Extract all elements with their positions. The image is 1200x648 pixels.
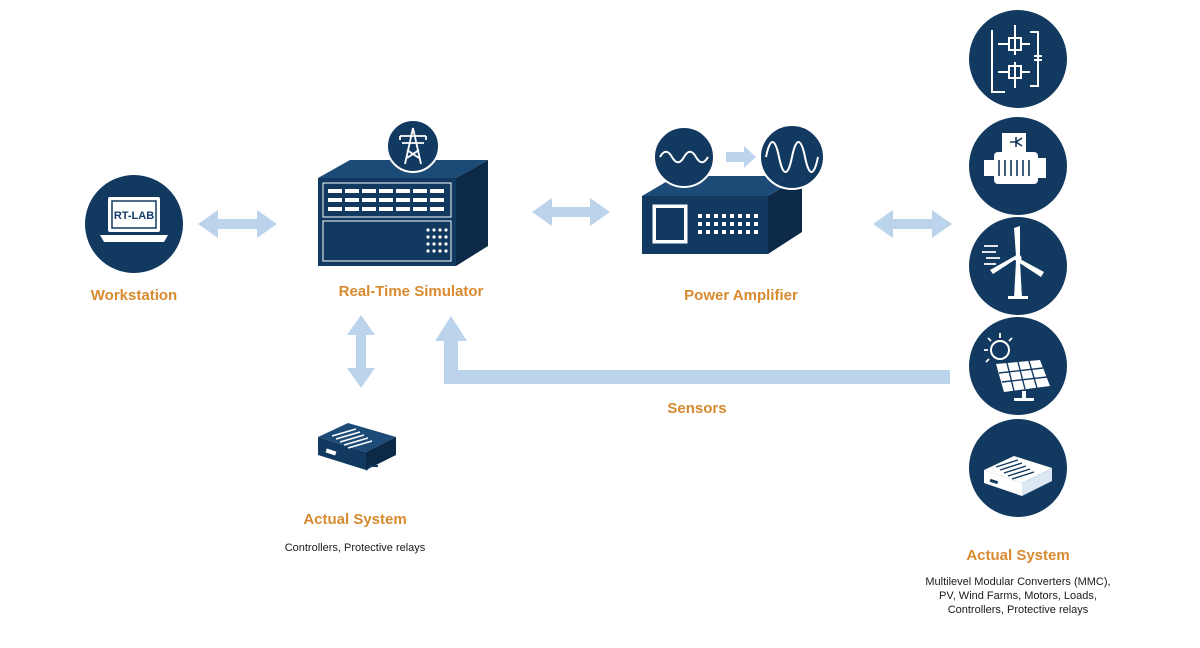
amplifier-label: Power Amplifier [684, 287, 798, 304]
motor-icon[interactable] [969, 117, 1067, 215]
description-line: Controllers, Protective relays [947, 604, 1089, 616]
low-amplitude-wave-icon [653, 126, 715, 188]
description-line: PV, Wind Farms, Motors, Loads, [939, 590, 1097, 602]
laptop-icon[interactable]: RT-LAB [85, 175, 183, 273]
controller-box-right-icon[interactable] [969, 419, 1067, 517]
actual-system-left-description: Controllers, Protective relays [284, 542, 426, 554]
wave-transform-arrow [726, 146, 756, 168]
arrow-simulator-controller [347, 315, 375, 388]
description-line: Multilevel Modular Converters (MMC), [925, 576, 1111, 588]
solar-panel-icon[interactable] [969, 317, 1067, 415]
server-rack-icon[interactable] [318, 160, 488, 266]
arrow-simulator-amplifier [532, 198, 610, 226]
arrow-amplifier-actual-system [873, 210, 952, 238]
arrow-sensors-feedback [435, 316, 950, 384]
mmc-converter-icon[interactable] [969, 10, 1067, 108]
controller-box-icon[interactable] [318, 423, 396, 471]
workstation-label: Workstation [90, 287, 178, 304]
actual-system-right-label: Actual System [966, 547, 1070, 564]
sensors-label: Sensors [667, 400, 727, 417]
laptop-screen-text: RT-LAB [114, 210, 154, 222]
actual-system-left-label: Actual System [303, 511, 407, 528]
high-amplitude-wave-icon [759, 124, 825, 190]
actual-system-right-description: Multilevel Modular Converters (MMC), PV,… [868, 575, 1168, 617]
arrow-workstation-simulator [198, 210, 277, 238]
amplifier-unit-icon[interactable] [642, 176, 802, 254]
simulator-label: Real-Time Simulator [338, 283, 484, 300]
wind-turbine-icon[interactable] [969, 217, 1067, 315]
power-tower-icon [386, 119, 440, 173]
